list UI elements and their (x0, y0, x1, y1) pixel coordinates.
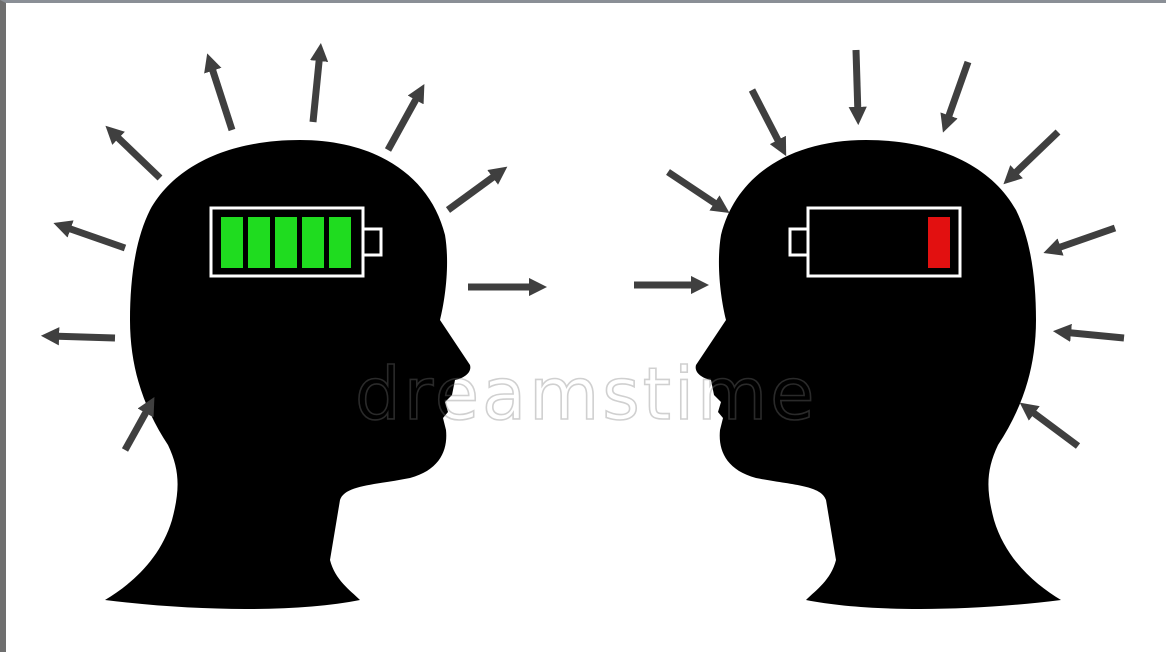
arrow-icon (313, 52, 320, 122)
arrow-icon (668, 172, 722, 208)
battery-full-segment (275, 217, 297, 268)
arrow-icon (1052, 228, 1115, 250)
arrow-icon (1010, 132, 1058, 178)
arrow-icon (448, 172, 500, 210)
arrow-icon (62, 226, 125, 248)
battery-full-segment (221, 217, 243, 268)
battery-full-segment (248, 217, 270, 268)
left-head-silhouette (105, 140, 470, 609)
arrow-icon (856, 50, 858, 116)
battery-segments (221, 217, 351, 268)
arrow-icon (210, 62, 232, 130)
arrow-icon (946, 62, 968, 124)
battery-low-segment (928, 217, 950, 268)
battery-full-segment (329, 217, 351, 268)
arrow-icon (50, 336, 115, 338)
battery-full-segment (302, 217, 324, 268)
arrow-icon (1027, 408, 1078, 446)
right-head-silhouette (696, 140, 1061, 609)
arrow-icon (388, 92, 420, 150)
arrow-icon (112, 132, 160, 178)
arrow-icon (1062, 332, 1124, 338)
arrow-icon (125, 405, 150, 450)
arrow-icon (752, 90, 782, 148)
